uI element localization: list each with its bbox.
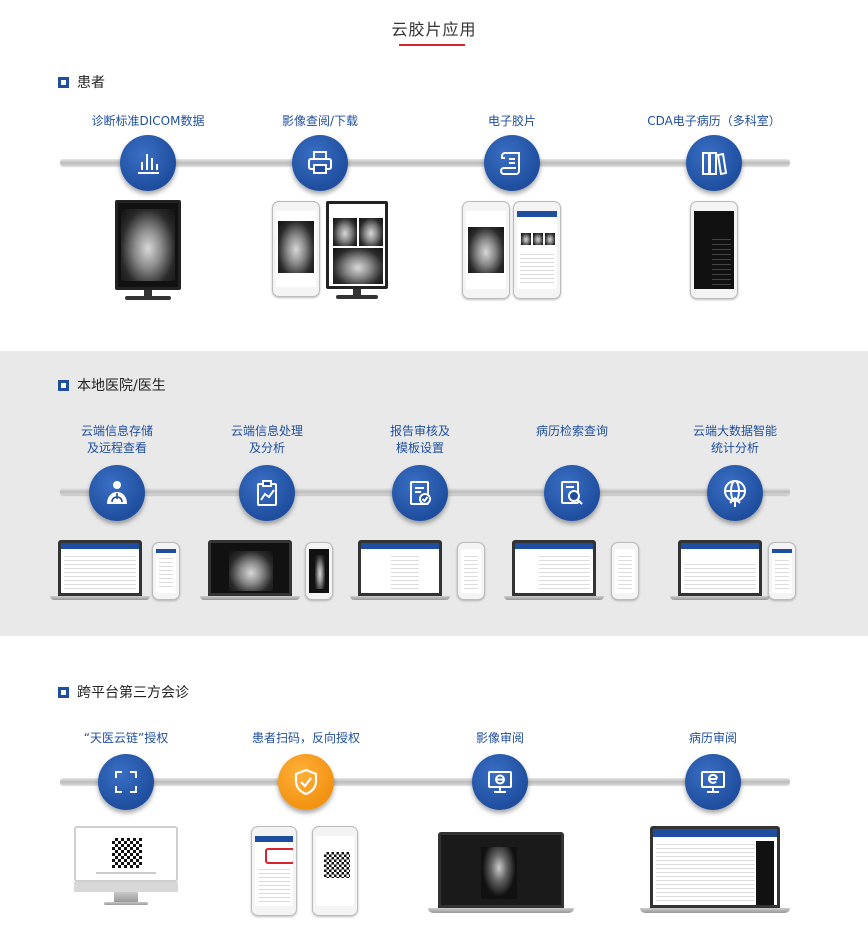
shield-check-icon[interactable] (278, 754, 334, 810)
lungs-person-icon[interactable] (89, 465, 145, 521)
label-line: 报告审核及 (389, 424, 450, 438)
phone-device (152, 542, 180, 600)
laptop-device (50, 540, 150, 602)
feature-label: 云端大数据智能 统计分析 (655, 423, 815, 457)
qr-code-image (324, 852, 350, 878)
phone-device (457, 542, 485, 600)
laptop-device (350, 540, 450, 602)
phone-device (305, 542, 333, 600)
label-line: 云端大数据智能 (692, 424, 777, 438)
phone-device (690, 201, 738, 299)
section-header: 本地医院/医生 (58, 375, 166, 395)
label-line: 及远程查看 (86, 441, 147, 455)
monitor-e-icon[interactable] (472, 754, 528, 810)
chest-xray-image (121, 209, 175, 281)
qr-code-image (112, 838, 142, 868)
timeline-track (60, 159, 790, 166)
section-header: 患者 (58, 72, 105, 92)
section-title: 患者 (77, 75, 105, 91)
label-line: 云端信息存储 (80, 424, 153, 438)
label-line: 云端信息处理 (230, 424, 303, 438)
desktop-monitor-device (74, 826, 178, 910)
feature-label: 病历审阅 (688, 731, 737, 745)
feature-label: 影像查阅/下载 (281, 114, 359, 128)
laptop-device (640, 826, 790, 914)
label-line: 模板设置 (395, 441, 444, 455)
monitor-device (326, 201, 388, 301)
binders-icon[interactable] (686, 135, 742, 191)
section-header: 跨平台第三方会诊 (58, 682, 189, 702)
phone-device (462, 201, 510, 299)
feature-label: CDA电子病历（多科室） (647, 114, 781, 128)
phone-device (312, 826, 358, 916)
laptop-device (670, 540, 770, 602)
feature-label: “天医云链”授权 (83, 731, 169, 745)
phone-device (251, 826, 297, 916)
feature-label: 影像审阅 (475, 731, 524, 745)
page-title: 云胶片应用 (391, 20, 477, 39)
label-line: 统计分析 (710, 441, 759, 455)
feature-label: 云端信息处理 及分析 (187, 423, 347, 457)
document-search-icon[interactable] (544, 465, 600, 521)
clipboard-chart-icon[interactable] (239, 465, 295, 521)
laptop-device (504, 540, 604, 602)
square-bullet-icon (58, 76, 69, 88)
monitor-ie-icon[interactable] (685, 754, 741, 810)
section-patient: 患者 诊断标准DICOM数据 影像查阅/下载 电子胶片 CDA电子病历（多科室） (0, 60, 868, 350)
bar-chart-icon[interactable] (120, 135, 176, 191)
phone-device (768, 542, 796, 600)
document-check-icon[interactable] (392, 465, 448, 521)
feature-label: 病历检索查询 (492, 423, 652, 440)
feature-label: 电子胶片 (487, 114, 536, 128)
square-bullet-icon (58, 686, 69, 698)
monitor-xray-device (115, 200, 181, 304)
feature-label: 报告审核及 模板设置 (340, 423, 500, 457)
section-hospital: 本地医院/医生 云端信息存储 及远程查看 云端信息处理 及分析 报告审核及 模板… (0, 351, 868, 636)
label-line: 病历检索查询 (535, 424, 608, 438)
section-consult: 跨平台第三方会诊 “天医云链”授权 患者扫码，反向授权 影像审阅 病历审阅 (0, 636, 868, 932)
label-line: 及分析 (248, 441, 285, 455)
phone-device (272, 201, 320, 297)
timeline-track (60, 778, 790, 785)
title-underline (399, 44, 465, 46)
square-bullet-icon (58, 379, 69, 391)
section-title: 跨平台第三方会诊 (77, 685, 189, 701)
section-title: 本地医院/医生 (77, 378, 166, 394)
laptop-device (428, 832, 574, 914)
film-scroll-icon[interactable] (484, 135, 540, 191)
laptop-device (200, 540, 300, 602)
feature-label: 诊断标准DICOM数据 (91, 114, 205, 128)
scan-frame-icon[interactable] (98, 754, 154, 810)
printer-icon[interactable] (292, 135, 348, 191)
globe-upload-icon[interactable] (707, 465, 763, 521)
phone-device (513, 201, 561, 299)
phone-device (611, 542, 639, 600)
feature-label: 云端信息存储 及远程查看 (37, 423, 197, 457)
feature-label: 患者扫码，反向授权 (251, 731, 360, 745)
